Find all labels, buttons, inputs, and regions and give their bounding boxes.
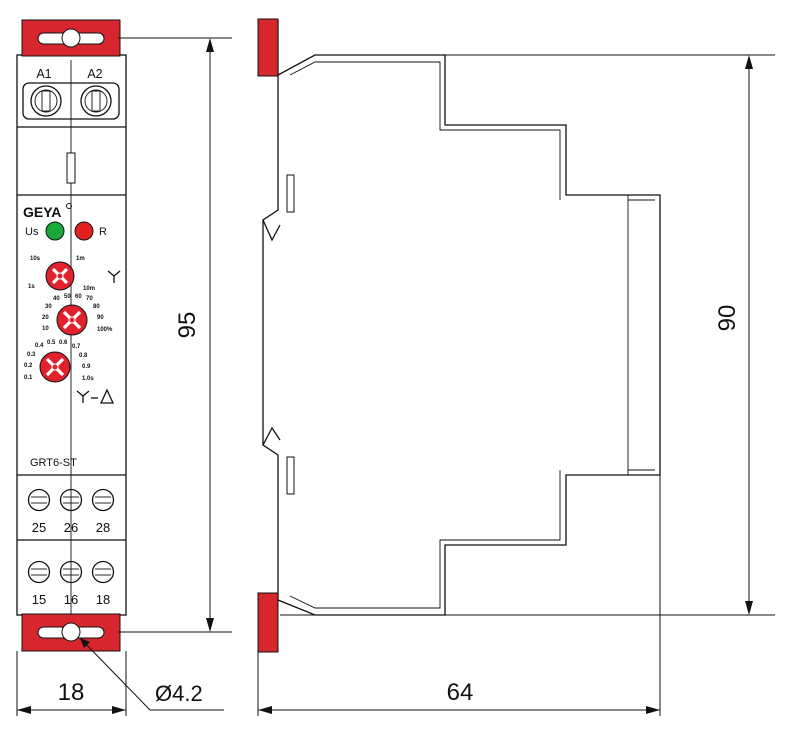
knob-percent-label-80: 80 bbox=[93, 304, 100, 310]
knob-ratio-label-0-2: 0.2 bbox=[24, 363, 33, 369]
star-delta-symbol-icon bbox=[76, 388, 115, 404]
side-bottom-clip bbox=[257, 592, 279, 653]
side-top-clip bbox=[257, 18, 279, 77]
hole-diameter-leader bbox=[79, 637, 224, 711]
dim-width-18: 18 bbox=[58, 679, 85, 706]
knob-percent-label-60: 60 bbox=[75, 294, 82, 300]
knob-ratio-label-0-9: 0.9 bbox=[82, 364, 91, 370]
dim-depth-64: 64 bbox=[447, 679, 474, 706]
knob-time-label-1s: 1s bbox=[28, 284, 35, 290]
knob-ratio-label-0-6: 0.6 bbox=[59, 340, 68, 346]
side-view bbox=[257, 18, 661, 653]
knob-percent-label-20: 20 bbox=[42, 315, 49, 321]
knob-ratio-label-0-7: 0.7 bbox=[72, 344, 81, 350]
ratio-knob: 0.4 0.5 0.6 0.7 0.3 0.8 0.2 0.9 0.1 1.0s bbox=[24, 340, 94, 383]
terminal-block-lower bbox=[27, 560, 115, 584]
knob-ratio-label-0-1: 0.1 bbox=[24, 375, 33, 381]
knob-percent-label-100: 100% bbox=[97, 327, 113, 333]
led-r-label: R bbox=[99, 226, 107, 238]
terminal-label-15: 15 bbox=[32, 592, 46, 607]
terminal-label-a1: A1 bbox=[36, 67, 51, 81]
knob-time-label-10s: 10s bbox=[30, 256, 41, 262]
knob-time-label-1m: 1m bbox=[76, 256, 85, 262]
model-name: GRT6-ST bbox=[30, 457, 77, 469]
knob-percent-label-50: 50 bbox=[64, 294, 71, 300]
knob-percent-label-70: 70 bbox=[86, 296, 93, 302]
knob-ratio-label-0-8: 0.8 bbox=[79, 353, 88, 359]
knob-percent-label-40: 40 bbox=[53, 296, 60, 302]
knob-percent-label-90: 90 bbox=[97, 315, 104, 321]
dim-height-90: 90 bbox=[714, 305, 741, 332]
led-r-indicator bbox=[74, 221, 94, 241]
terminal-label-28: 28 bbox=[96, 520, 110, 535]
terminal-label-26: 26 bbox=[64, 520, 78, 535]
front-height-dimension bbox=[118, 37, 232, 633]
terminal-block-upper bbox=[27, 488, 115, 512]
percent-knob: 40 50 60 70 30 80 20 90 10 100% bbox=[42, 294, 113, 336]
led-us-label: Us bbox=[25, 226, 39, 238]
front-width-dimension bbox=[16, 651, 127, 716]
knob-percent-label-30: 30 bbox=[45, 304, 52, 310]
brand-logo: GEYA bbox=[23, 204, 61, 220]
knob-ratio-label-0-5: 0.5 bbox=[47, 340, 56, 346]
top-mounting-clip bbox=[21, 19, 121, 57]
knob-ratio-label-0-3: 0.3 bbox=[27, 352, 36, 358]
dim-height-95: 95 bbox=[174, 312, 201, 339]
knob-time-label-10m: 10m bbox=[83, 286, 95, 292]
side-height-dimension bbox=[280, 54, 775, 616]
dim-hole-diameter: Ø4.2 bbox=[155, 681, 203, 706]
knob-ratio-label-0-4: 0.4 bbox=[35, 343, 44, 349]
bottom-mounting-clip bbox=[21, 613, 121, 652]
knob-ratio-label-1-0s: 1.0s bbox=[82, 376, 94, 382]
terminal-label-a2: A2 bbox=[87, 67, 102, 81]
star-symbol-icon bbox=[107, 270, 121, 283]
time-range-knob: 10s 1m 1s 10m bbox=[28, 256, 95, 292]
terminal-label-16: 16 bbox=[64, 592, 78, 607]
led-us-indicator bbox=[45, 221, 65, 241]
terminal-label-18: 18 bbox=[96, 592, 110, 607]
knob-percent-label-10: 10 bbox=[42, 326, 49, 332]
terminal-label-25: 25 bbox=[32, 520, 46, 535]
side-depth-dimension bbox=[257, 475, 661, 716]
front-view: A1 A2 GEYA Us R 10s 1m 1s 10m bbox=[16, 19, 127, 652]
